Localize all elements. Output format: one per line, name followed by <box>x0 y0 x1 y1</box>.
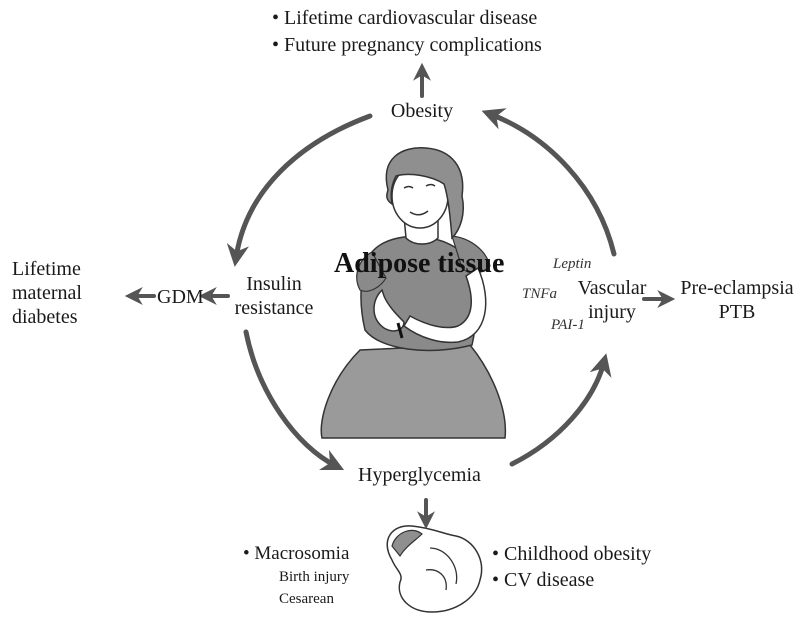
arrow-hyperglycemia-to-vascular <box>512 362 604 464</box>
arrow-obesity-to-insulin <box>236 116 370 258</box>
insulin-resistance-label: Insulin resistance <box>226 272 322 320</box>
fetus-illustration <box>387 526 481 612</box>
cesarean-label: Cesarean <box>279 589 334 610</box>
pregnant-woman-illustration <box>321 148 505 438</box>
vascular-injury-label: Vascular injury <box>570 276 654 324</box>
diabetes-line1: Lifetime <box>12 257 82 281</box>
vascular-line2: injury <box>570 300 654 324</box>
bullet: • <box>243 543 250 564</box>
preeclampsia-label: Pre-eclampsia PTB <box>674 276 800 324</box>
arrow-vascular-to-obesity <box>490 114 614 254</box>
bullet: • <box>272 34 279 56</box>
top-outcome-2: • Future pregnancy complications <box>272 33 542 57</box>
top-outcome-1-text: Lifetime cardiovascular disease <box>284 7 537 29</box>
top-outcome-1: • Lifetime cardiovascular disease <box>272 6 537 30</box>
bullet: • <box>492 543 499 565</box>
diabetes-line2: maternal <box>12 281 82 305</box>
top-outcome-2-text: Future pregnancy complications <box>284 34 542 56</box>
vascular-line1: Vascular <box>570 276 654 300</box>
macrosomia-item: • Macrosomia <box>243 542 349 565</box>
bullet: • <box>272 7 279 29</box>
arrow-insulin-to-hyperglycemia <box>246 332 336 466</box>
hyperglycemia-label: Hyperglycemia <box>358 463 481 487</box>
preeclampsia-line2: PTB <box>674 300 800 324</box>
preeclampsia-line1: Pre-eclampsia <box>674 276 800 300</box>
birth-injury-label: Birth injury <box>279 567 349 588</box>
macrosomia-text: Macrosomia <box>254 543 349 564</box>
tnf-label: TNFa <box>522 286 557 303</box>
insulin-line1: Insulin <box>226 272 322 296</box>
cv-disease-item: • CV disease <box>492 568 594 592</box>
childhood-obesity-text: Childhood obesity <box>504 543 651 565</box>
bullet: • <box>492 569 499 591</box>
childhood-obesity-item: • Childhood obesity <box>492 542 651 566</box>
adipose-tissue-title: Adipose tissue <box>334 248 504 280</box>
diabetes-line3: diabetes <box>12 305 82 329</box>
lifetime-diabetes-label: Lifetime maternal diabetes <box>12 257 82 329</box>
cv-disease-text: CV disease <box>504 569 594 591</box>
gdm-label: GDM <box>157 285 204 309</box>
leptin-label: Leptin <box>553 256 591 273</box>
insulin-line2: resistance <box>226 296 322 320</box>
obesity-label: Obesity <box>376 99 468 123</box>
